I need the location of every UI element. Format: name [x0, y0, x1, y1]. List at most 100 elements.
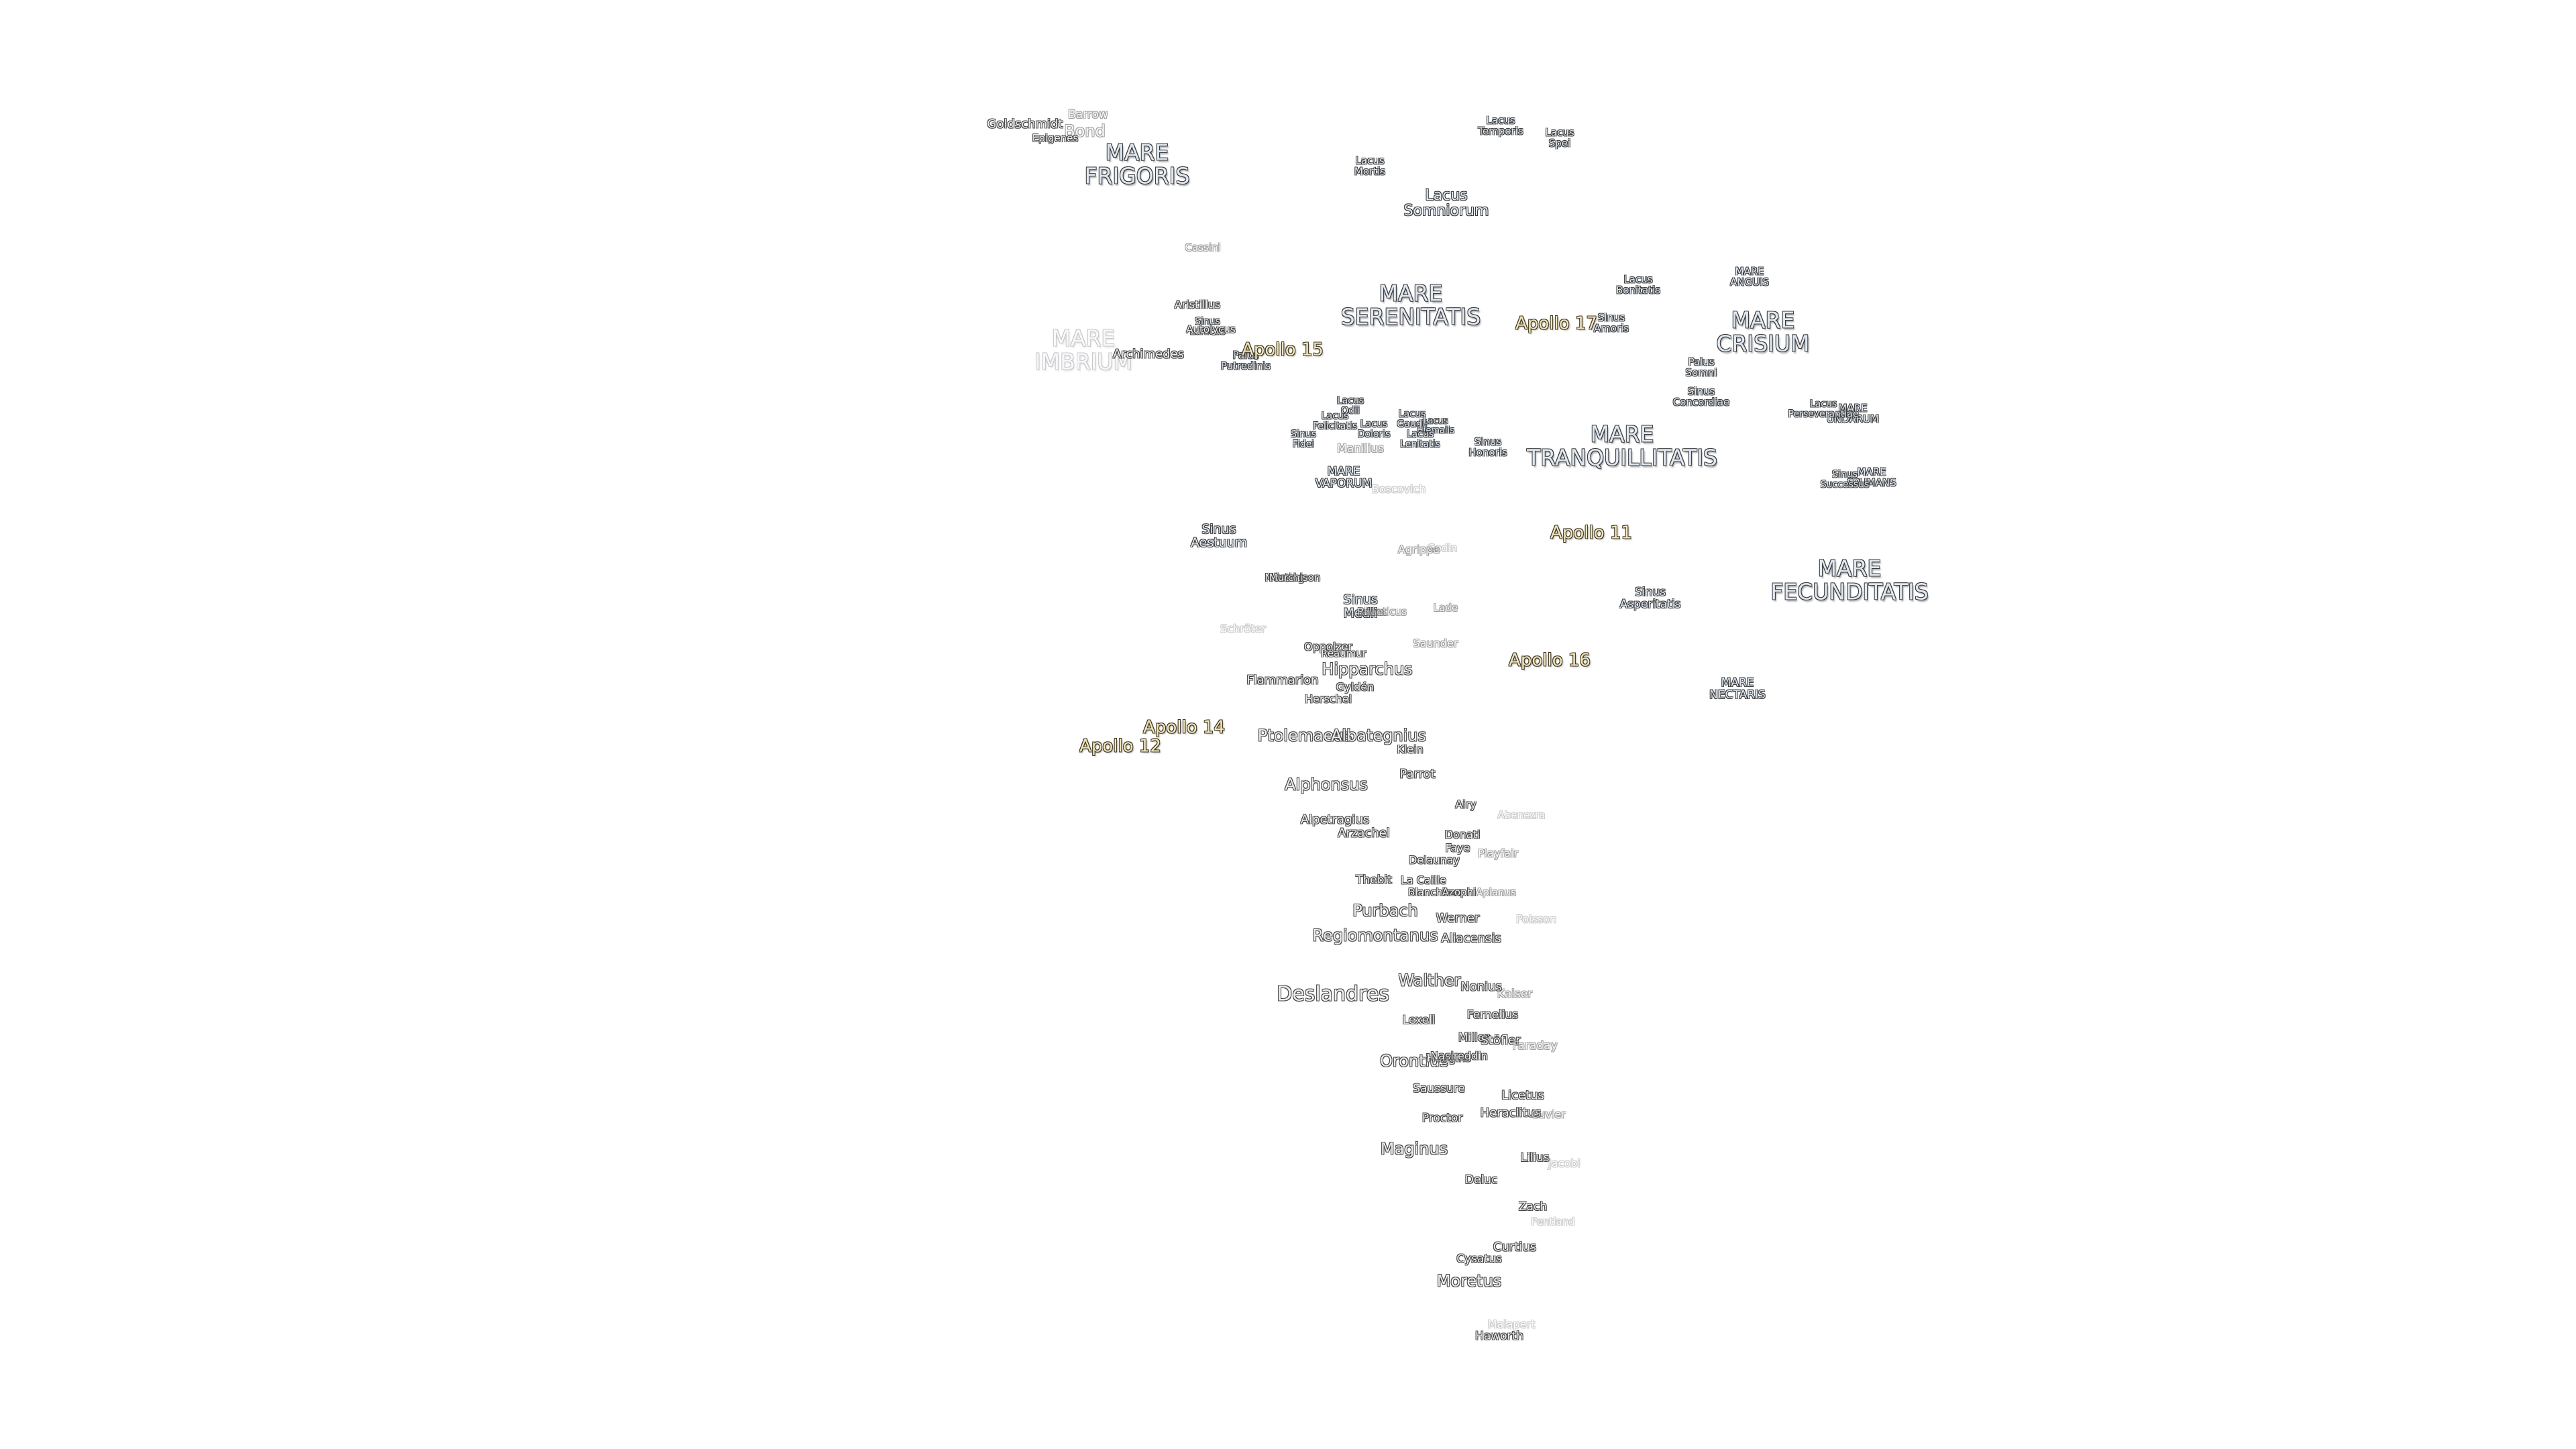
label-apollo-15[interactable]: Apollo 15 [1242, 339, 1324, 360]
label-crater-autolycus[interactable]: Autolycus [1186, 323, 1236, 336]
label-crater-haworth[interactable]: Haworth [1475, 1330, 1523, 1344]
label-crater-herschel[interactable]: Herschel [1304, 692, 1352, 706]
label-crater-alpetragius[interactable]: Alpetragius [1300, 812, 1370, 827]
label-crater-aristillus[interactable]: Aristillus [1174, 298, 1221, 311]
label-crater-jacobi[interactable]: Jacobi [1548, 1157, 1580, 1170]
label-crater-walther[interactable]: Walther [1398, 971, 1461, 990]
label-crater-saussure[interactable]: Saussure [1413, 1082, 1465, 1096]
label-crater-licetus[interactable]: Licetus [1501, 1088, 1544, 1103]
label-crater-regiomontanus[interactable]: Regiomontanus [1312, 926, 1438, 945]
label-crater-boscovich[interactable]: Boscovich [1371, 482, 1426, 496]
label-crater-cuvier[interactable]: Cuvier [1531, 1108, 1566, 1121]
label-crater-parrot[interactable]: Parrot [1399, 767, 1436, 782]
label-crater-manilius[interactable]: Manilius [1337, 442, 1384, 456]
label-crater-azophi[interactable]: Azophi [1442, 886, 1477, 899]
label-crater-huggins[interactable]: Huggins [1427, 1051, 1471, 1065]
label-crater-orontius[interactable]: Orontius [1380, 1051, 1448, 1071]
label-crater-gylden[interactable]: Gyldén [1336, 680, 1375, 694]
label-crater-purbach[interactable]: Purbach [1352, 901, 1418, 920]
label-crater-flammarion[interactable]: Flammarion [1246, 673, 1319, 688]
label-crater-schroter[interactable]: Schröter [1220, 622, 1266, 635]
label-crater-stofler[interactable]: Stöfler [1481, 1033, 1521, 1048]
label-crater-rhaeticus[interactable]: Rhaeticus [1357, 606, 1407, 619]
label-apollo-16[interactable]: Apollo 16 [1509, 650, 1591, 671]
label-crater-pallas[interactable]: Pallas [1357, 606, 1387, 619]
label-crater-nonius[interactable]: Nonius [1460, 979, 1502, 994]
label-crater-abenezra[interactable]: Abenezra [1497, 809, 1546, 822]
label-crater-barrow[interactable]: Barrow [1068, 108, 1108, 122]
label-crater-archimedes[interactable]: Archimedes [1112, 347, 1185, 362]
label-crater-hipparchus[interactable]: Hipparchus [1322, 659, 1413, 679]
label-crater-proctor[interactable]: Proctor [1421, 1112, 1463, 1126]
label-crater-malapert[interactable]: Malapert [1487, 1318, 1536, 1331]
label-crater-apianus[interactable]: Apianus [1476, 886, 1516, 899]
label-crater-airy[interactable]: Airy [1455, 798, 1477, 811]
label-crater-deslandres[interactable]: Deslandres [1277, 982, 1389, 1006]
label-crater-playfair[interactable]: Playfair [1478, 847, 1518, 860]
label-crater-pentland[interactable]: Pentland [1531, 1216, 1575, 1228]
label-crater-mosting[interactable]: Mösting [1265, 572, 1305, 584]
label-crater-saunder[interactable]: Saunder [1413, 637, 1458, 650]
label-crater-aliacensis[interactable]: Aliacensis [1441, 931, 1501, 946]
label-crater-agrippa[interactable]: Agrippa [1397, 543, 1440, 556]
label-apollo-17[interactable]: Apollo 17 [1515, 313, 1597, 334]
label-crater-cassini[interactable]: Cassini [1185, 241, 1221, 254]
label-crater-alphonsus[interactable]: Alphonsus [1285, 775, 1368, 794]
label-crater-arzachel[interactable]: Arzachel [1338, 826, 1390, 841]
label-crater-ptolemaeus[interactable]: Ptolemaeus [1257, 726, 1352, 745]
label-crater-werner[interactable]: Werner [1436, 911, 1480, 926]
label-crater-goldschmidt[interactable]: Goldschmidt [987, 117, 1063, 131]
label-crater-epigenes[interactable]: Epigenes [1032, 132, 1079, 145]
label-crater-reaumur[interactable]: Réaumur [1321, 647, 1366, 660]
label-crater-miller[interactable]: Miller [1458, 1031, 1490, 1045]
label-crater-zach[interactable]: Zach [1518, 1200, 1548, 1214]
label-crater-oppolzer[interactable]: Oppolzer [1304, 640, 1352, 653]
label-crater-faraday[interactable]: Faraday [1512, 1039, 1558, 1053]
label-crater-albategnius[interactable]: Albategnius [1330, 726, 1427, 745]
label-crater-heraclitus[interactable]: Heraclitus [1480, 1106, 1542, 1120]
label-crater-la-caille[interactable]: La Caille [1401, 873, 1446, 887]
label-crater-lade[interactable]: Lade [1433, 602, 1458, 614]
label-crater-poisson[interactable]: Poisson [1516, 912, 1556, 926]
label-crater-klein[interactable]: Klein [1397, 743, 1424, 756]
label-crater-deluc[interactable]: Deluc [1464, 1173, 1498, 1187]
label-crater-nasireddin[interactable]: Nasireddin [1430, 1049, 1488, 1063]
label-crater-maginus[interactable]: Maginus [1380, 1139, 1448, 1159]
label-apollo-14[interactable]: Apollo 14 [1143, 717, 1225, 738]
label-crater-delaunay[interactable]: Delaunay [1409, 853, 1460, 867]
label-crater-fernelius[interactable]: Fernelius [1466, 1008, 1519, 1022]
